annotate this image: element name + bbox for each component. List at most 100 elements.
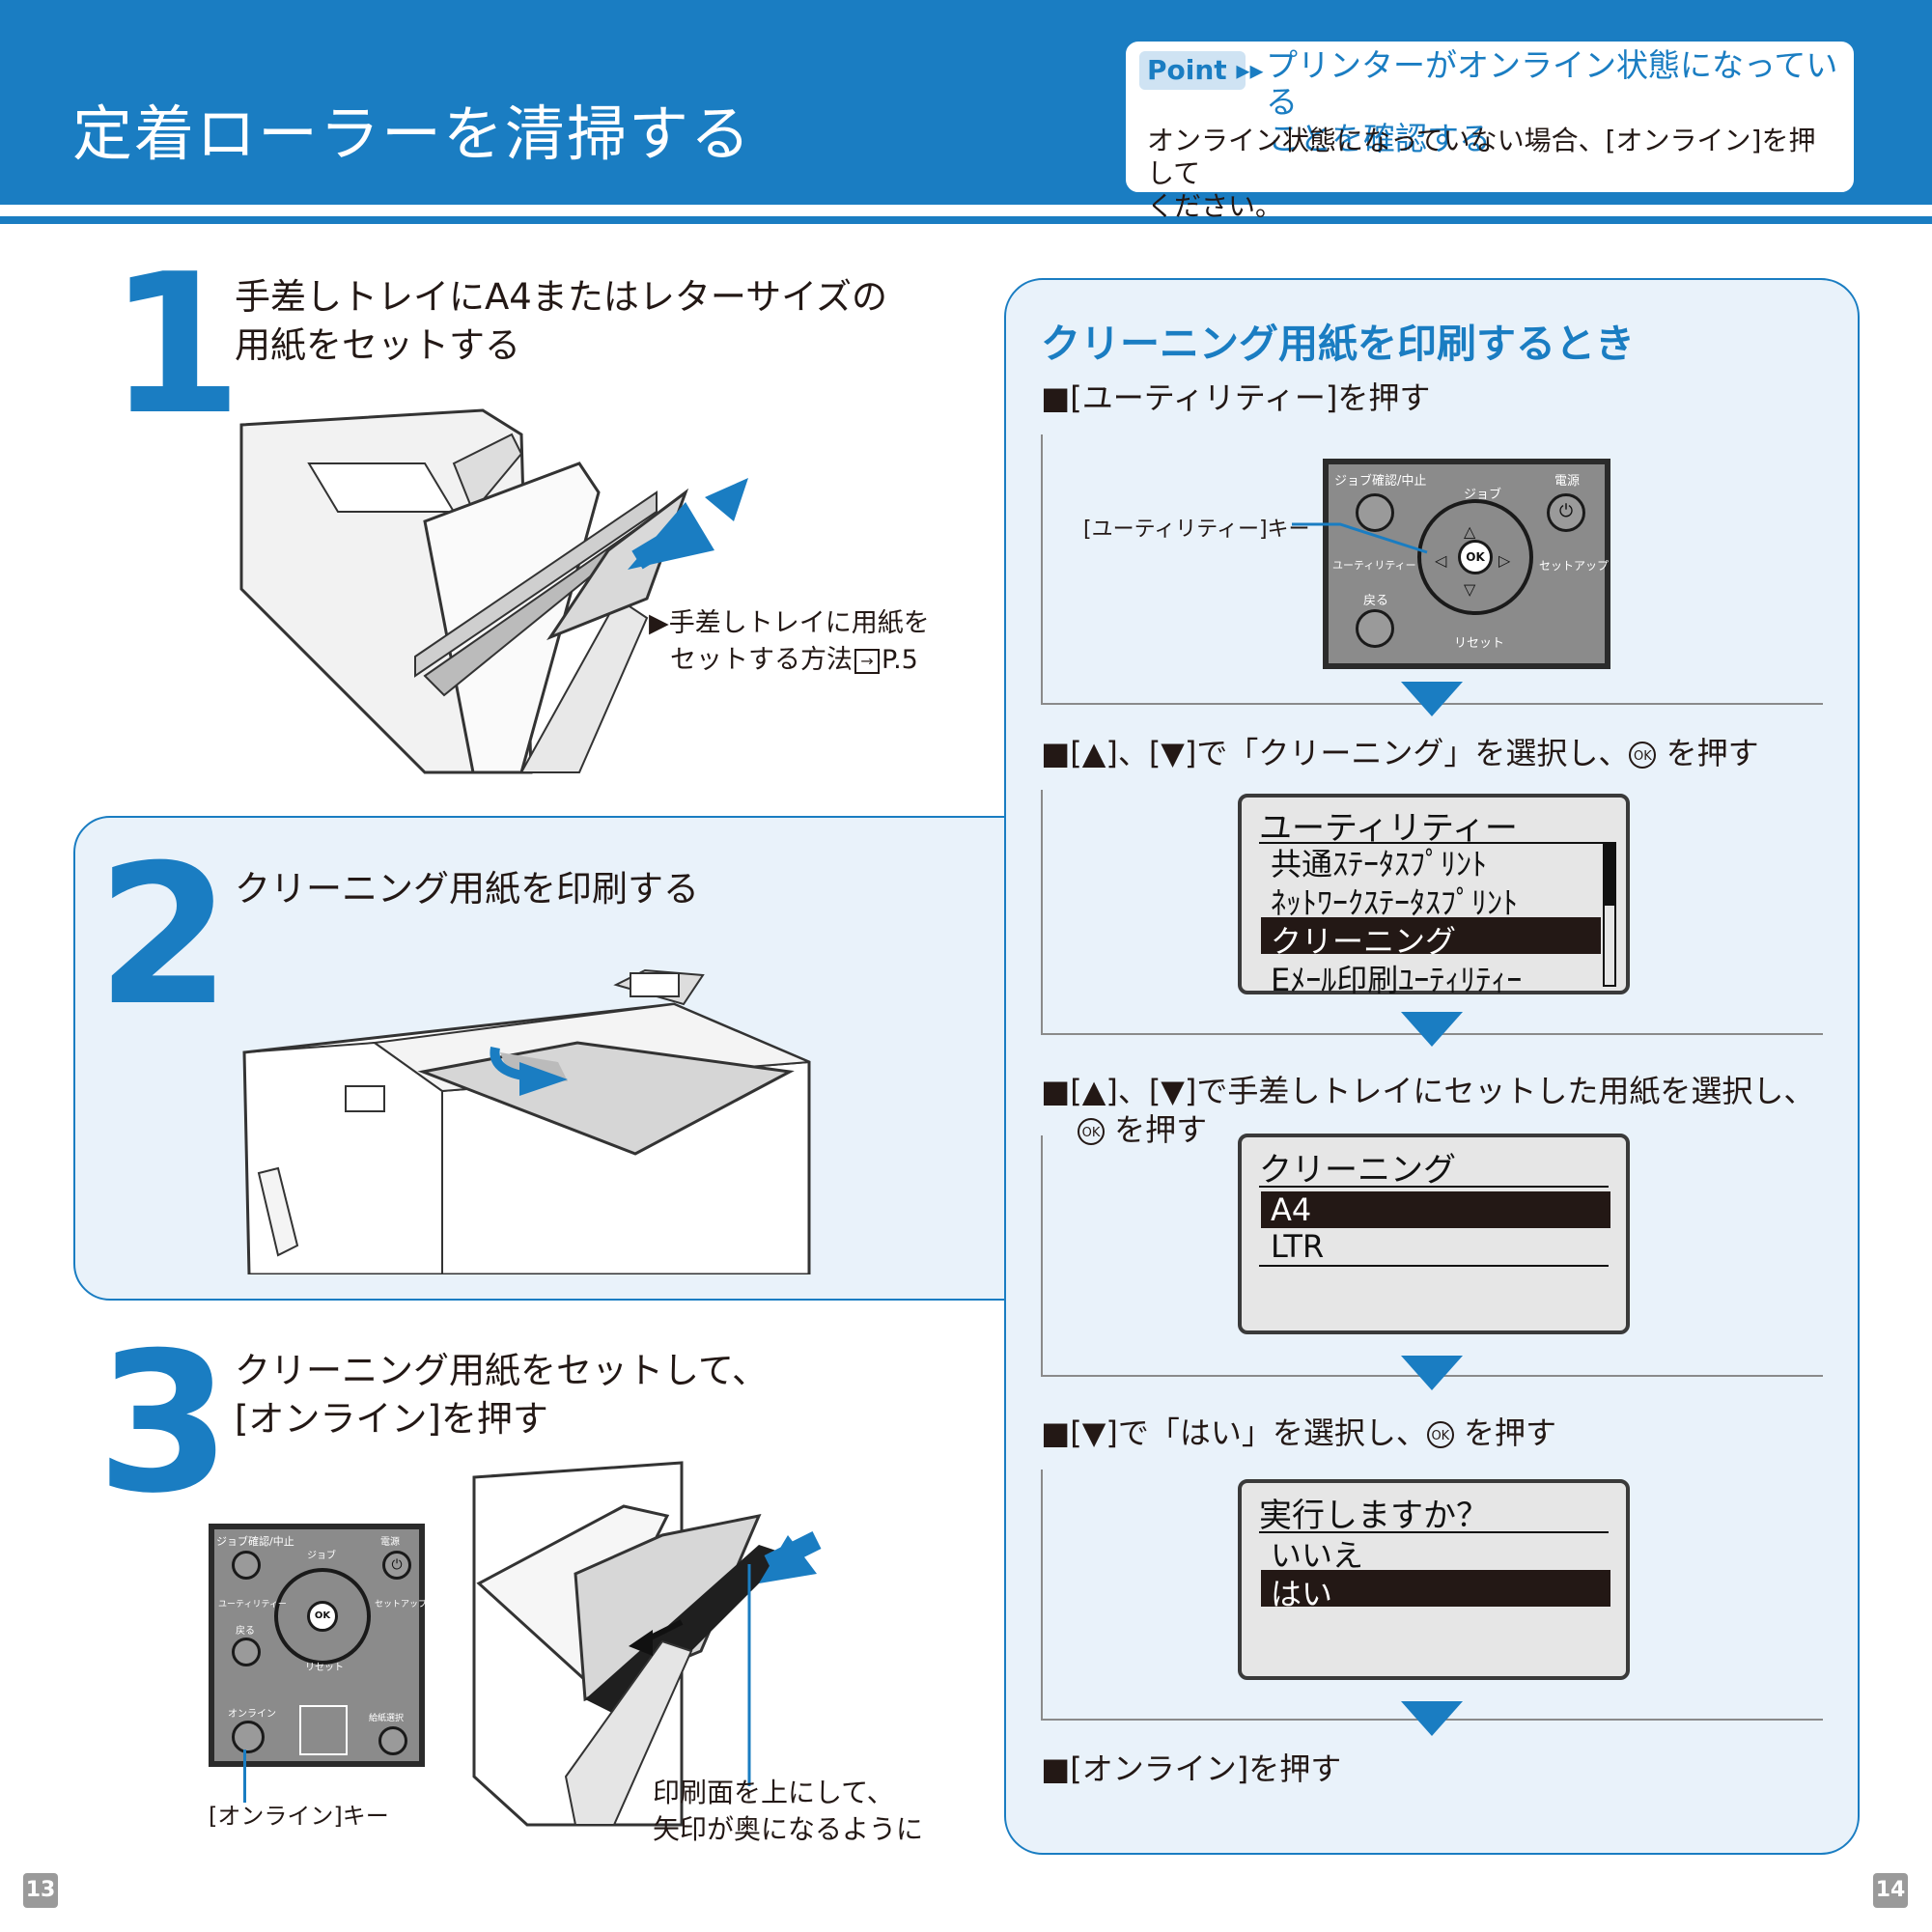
cp3-back-label: 戻る (236, 1626, 255, 1637)
cp3-power-button[interactable]: ⏻ (382, 1551, 411, 1580)
cp3-ok-button[interactable]: OK (307, 1601, 338, 1632)
instr-4-text-end: を押す (1464, 1414, 1557, 1451)
step1-title-line2: 用紙をセットする (235, 324, 520, 366)
cp3-online-button[interactable] (232, 1721, 265, 1753)
point-title-line2: ことを確認する (1268, 120, 1491, 157)
lcd1-scrollbar[interactable] (1603, 842, 1616, 987)
lcd1-scrollbar-thumb[interactable] (1605, 844, 1614, 906)
instr-5: ■[オンライン]を押す (1041, 1750, 1342, 1787)
page-title: 定着ローラーを清掃する (72, 98, 753, 169)
printer-output-illustration (242, 968, 811, 1274)
step3-control-panel: ジョブ確認/中止 ジョブ 電源 ⏻ OK ユーティリティー セットアップ 戻る … (209, 1524, 428, 1767)
cp3-back-button[interactable] (232, 1638, 261, 1666)
manual-tray-illustration (239, 408, 748, 774)
step1-number: 1 (108, 233, 243, 458)
step1-ref-page: P.5 (882, 645, 918, 675)
page-number-right: 14 (1873, 1873, 1908, 1908)
page-number-left: 13 (23, 1873, 58, 1908)
lcd2-item-a4[interactable]: A4 (1261, 1191, 1610, 1228)
step1-title-line1: 手差しトレイにA4またはレターサイズの (235, 276, 888, 318)
header-rule (0, 216, 1932, 224)
step3-title: クリーニング用紙をセットして、 [オンライン]を押す (235, 1347, 768, 1443)
cp-power-button[interactable]: ⏻ (1547, 493, 1585, 532)
instr-4: ■[▼]で「はい」を選択し、OK を押す (1041, 1414, 1556, 1452)
lcd2-item-ltr[interactable]: LTR (1271, 1228, 1325, 1265)
step3-caption-line1: 印刷面を上にして、 (653, 1777, 894, 1808)
lcd3-item-yes[interactable]: はい (1261, 1570, 1610, 1612)
cp3-job-cancel-label: ジョブ確認/中止 (216, 1535, 294, 1548)
paper-tray-icon (299, 1705, 348, 1755)
step1-ref-line1: ▶手差しトレイに用紙を (649, 608, 930, 638)
lcd-utility-menu: ユーティリティー 共通ｽﾃｰﾀｽﾌﾟﾘﾝﾄ ﾈｯﾄﾜｰｸｽﾃｰﾀｽﾌﾟﾘﾝﾄ ク… (1238, 794, 1630, 998)
lcd1-item-common-status[interactable]: 共通ｽﾃｰﾀｽﾌﾟﾘﾝﾄ (1271, 846, 1488, 882)
lcd-confirm: 実行しますか？ いいえ はい (1238, 1479, 1630, 1680)
cp3-paper-select-button[interactable] (378, 1726, 407, 1755)
page-ref-icon: → (854, 648, 880, 674)
cp-job-cancel-button[interactable] (1356, 493, 1394, 532)
point-title-line1: プリンターがオンライン状態になっている (1266, 46, 1838, 121)
lcd1-item-network-status[interactable]: ﾈｯﾄﾜｰｸｽﾃｰﾀｽﾌﾟﾘﾝﾄ (1271, 884, 1519, 921)
ok-button-icon: OK (1629, 742, 1657, 769)
instr-3-text: ■[▲]、[▼]で手差しトレイにセットした用紙を選択し、 (1041, 1073, 1815, 1109)
cp-up-arrow-icon[interactable]: △ (1464, 522, 1476, 541)
cp3-setup-label: セットアップ (375, 1600, 428, 1610)
utility-key-label: [ユーティリティー]キー (1083, 518, 1310, 542)
cp3-online-label: オンライン (228, 1709, 276, 1720)
cp-reset-label: リセット (1454, 636, 1505, 651)
step1-title: 手差しトレイにA4またはレターサイズの 用紙をセットする (235, 273, 887, 370)
point-body-line2: ください。 (1147, 190, 1283, 222)
step-arrow-2 (1401, 1012, 1463, 1047)
lcd3-item-no[interactable]: いいえ (1271, 1537, 1364, 1574)
cp3-reset-label: リセット (305, 1663, 344, 1673)
lcd1-title: ユーティリティー (1259, 809, 1518, 848)
lcd2-title: クリーニング (1259, 1151, 1456, 1190)
step3-title-line2: [オンライン]を押す (235, 1398, 548, 1440)
cp-left-arrow-icon[interactable]: ◁ (1435, 551, 1447, 570)
instr-2-text: ■[▲]、[▼]で「クリーニング」を選択し、 (1041, 735, 1630, 771)
online-key-label: [オンライン]キー (209, 1803, 389, 1830)
cp3-job-label: ジョブ (307, 1551, 336, 1561)
step3-number: 3 (97, 1311, 232, 1536)
point-title: プリンターがオンライン状態になっている ことを確認する (1266, 47, 1845, 157)
step3-caption-line2: 矢印が奥になるように (653, 1813, 924, 1845)
step1-reference[interactable]: ▶手差しトレイに用紙を セットする方法→P.5 (649, 605, 930, 679)
step2-title: クリーニング用紙を印刷する (235, 868, 699, 910)
cp3-power-label: 電源 (380, 1537, 400, 1548)
instr-1: ■[ユーティリティー]を押す (1041, 379, 1431, 416)
step-arrow-4 (1401, 1701, 1463, 1736)
utility-key-leader (1292, 522, 1428, 554)
instr-4-text: ■[▼]で「はい」を選択し、 (1041, 1414, 1427, 1451)
step1-ref-line2: セットする方法 (670, 645, 853, 675)
cleaning-paper-set-illustration (472, 1461, 822, 1827)
lcd1-item-cleaning[interactable]: クリーニング (1261, 917, 1601, 960)
cp3-paper-select-label: 給紙選択 (369, 1714, 405, 1723)
step3-title-line1: クリーニング用紙をセットして、 (235, 1350, 769, 1391)
step-arrow-1 (1401, 682, 1463, 716)
instr-3-text-end: を押す (1114, 1111, 1208, 1148)
utility-control-panel: ジョブ確認/中止 ジョブ 電源 ⏻ △ ▽ ◁ ▷ OK ユーティリティー セッ… (1323, 459, 1610, 669)
cp3-job-cancel-button[interactable] (232, 1551, 261, 1580)
point-box: Point ▸▸ プリンターがオンライン状態になっている ことを確認する オンラ… (1123, 39, 1857, 222)
cp3-dpad[interactable] (274, 1568, 371, 1665)
cp-dpad[interactable] (1417, 499, 1533, 615)
online-key-leader (243, 1750, 246, 1803)
cp-back-button[interactable] (1356, 609, 1394, 648)
cp-ok-button[interactable]: OK (1458, 540, 1493, 574)
lcd1-item-email-utility[interactable]: Eﾒｰﾙ印刷ﾕｰﾃｨﾘﾃｨｰ (1271, 962, 1523, 998)
instr-2: ■[▲]、[▼]で「クリーニング」を選択し、OK を押す (1041, 734, 1759, 772)
lcd3-title: 実行しますか？ (1259, 1497, 1489, 1535)
lcd-cleaning-paper: クリーニング A4 LTR (1238, 1134, 1630, 1334)
cp-job-cancel-label: ジョブ確認/中止 (1334, 474, 1427, 489)
step-arrow-3 (1401, 1356, 1463, 1390)
point-body-line1: オンライン状態になっていない場合、[オンライン]を押して (1147, 125, 1816, 189)
cp-back-label: 戻る (1363, 594, 1389, 608)
point-badge: Point ▸▸ (1139, 51, 1264, 90)
ok-button-icon: OK (1426, 1421, 1454, 1448)
cleaning-heading: クリーニング用紙を印刷するとき (1041, 321, 1635, 367)
instr-2-text-end: を押す (1666, 735, 1759, 771)
cp-power-label: 電源 (1554, 474, 1581, 489)
ok-button-icon: OK (1078, 1118, 1105, 1145)
cp-down-arrow-icon[interactable]: ▽ (1464, 580, 1476, 599)
cp-right-arrow-icon[interactable]: ▷ (1498, 551, 1511, 570)
point-body: オンライン状態になっていない場合、[オンライン]を押して ください。 (1147, 125, 1842, 223)
